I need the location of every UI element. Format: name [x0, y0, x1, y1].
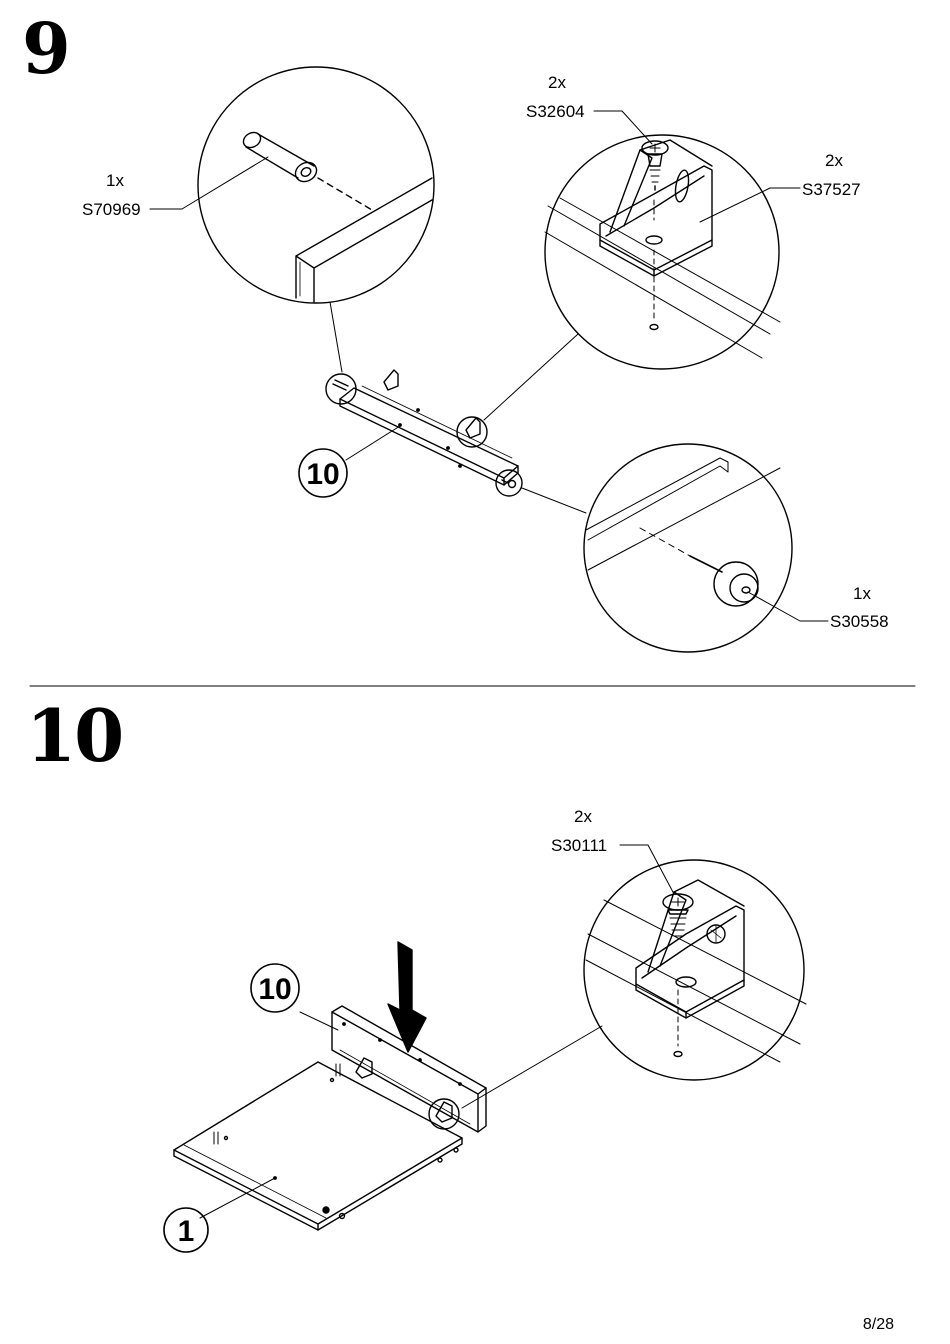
part-code-s37527: S37527 [802, 180, 861, 199]
down-arrow-icon [387, 941, 427, 1053]
detail-circle-dowel [149, 66, 435, 373]
part-callout-circle-10-step10 [250, 963, 300, 1013]
part-code-s30558: S30558 [830, 612, 889, 631]
bracket-icon-step10 [635, 879, 745, 1019]
detail-circle-bracket-step10 [461, 844, 807, 1109]
part-callout-circle-1 [163, 1207, 209, 1253]
detail-marker-bracket-step10 [428, 1098, 460, 1130]
detail-marker-bracket [456, 416, 488, 448]
step-9-number: 9 [22, 7, 71, 90]
part-code-s70969: S70969 [82, 200, 141, 219]
glide-icon [689, 555, 759, 607]
detail-circle-glide [521, 443, 829, 653]
bracket-icon [599, 139, 713, 277]
part-qty-s30111: 2x [574, 807, 592, 826]
screw-icon-step10 [662, 893, 694, 937]
part-code-s30111: S30111 [551, 836, 608, 855]
detail-marker-glide [495, 469, 523, 497]
part-callout-10-step9: 10 [306, 458, 339, 491]
part-qty-s37527: 2x [825, 151, 843, 170]
part-qty-s30558: 1x [853, 584, 871, 603]
step-10-number: 10 [26, 693, 124, 778]
board-10-step9 [332, 369, 519, 489]
part-qty-s32604: 2x [548, 73, 566, 92]
part-code-s32604: S32604 [526, 102, 585, 121]
part-callout-circle-10-step9 [298, 448, 348, 498]
page-number: 8/28 [862, 1316, 894, 1333]
screw-icon [641, 140, 669, 191]
part-callout-1: 1 [178, 1215, 195, 1248]
part-callout-10-step10: 10 [258, 973, 291, 1006]
board-1 [173, 1061, 463, 1231]
detail-circle-bracket [483, 110, 801, 421]
dowel-icon [242, 131, 318, 183]
board-10-step10 [299, 1005, 487, 1133]
part-qty-s70969: 1x [106, 171, 124, 190]
